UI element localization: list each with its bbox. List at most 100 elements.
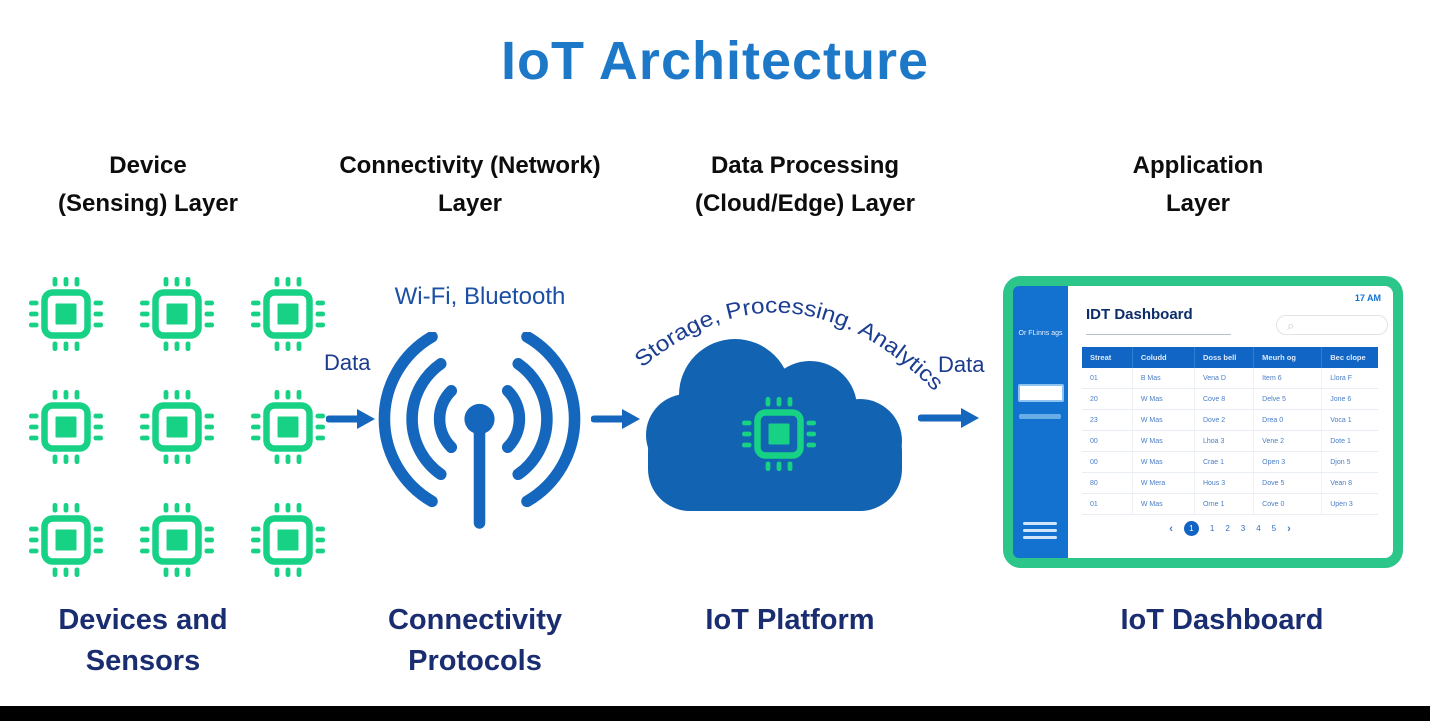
wifi-bluetooth-label: Wi-Fi, Bluetooth	[394, 283, 566, 310]
table-header-cell: Streat	[1082, 347, 1133, 368]
table-cell: W Mas	[1132, 388, 1195, 410]
table-cell: Upen 3	[1321, 493, 1378, 515]
iot-dashboard-mockup: Or FLinns ags 17 AM IDT Dashboard ⌕ Stre…	[1003, 276, 1403, 568]
table-cell: 80	[1082, 472, 1133, 494]
table-cell: W Mas	[1132, 451, 1195, 473]
header-line: Data Processing	[710, 152, 900, 179]
table-cell: Delve 5	[1253, 388, 1323, 410]
page-number[interactable]: 2	[1225, 524, 1230, 533]
caption-line: Connectivity	[387, 604, 563, 636]
table-cell: Llora F	[1321, 368, 1378, 389]
device-sensor-grid	[28, 276, 326, 578]
table-cell: 00	[1082, 430, 1133, 452]
table-cell: Vena D	[1194, 368, 1255, 389]
page-number[interactable]: 4	[1256, 524, 1261, 533]
table-cell: Drea 0	[1253, 409, 1323, 431]
caption-iot-dashboard: IoT Dashboard	[1120, 604, 1324, 636]
table-cell: 01	[1082, 368, 1133, 389]
header-line: (Cloud/Edge) Layer	[694, 190, 916, 217]
chevron-left-icon[interactable]: ‹	[1169, 522, 1173, 535]
table-cell: Hous 3	[1194, 472, 1255, 494]
table-cell: Dote 1	[1321, 430, 1378, 452]
table-cell: 20	[1082, 388, 1133, 410]
caption-connectivity-protocols: Connectivity Protocols	[388, 600, 562, 682]
table-header-cell: Doss bell	[1194, 347, 1255, 368]
table-cell: W Mera	[1132, 472, 1195, 494]
table-cell: Item 6	[1253, 368, 1323, 389]
sidebar-input[interactable]	[1018, 384, 1064, 402]
table-cell: 00	[1082, 451, 1133, 473]
table-cell: Open 3	[1253, 451, 1323, 473]
table-header-cell: Meurh og	[1253, 347, 1323, 368]
table-cell: 23	[1082, 409, 1133, 431]
table-cell: Djon 5	[1321, 451, 1378, 473]
page-number[interactable]: 5	[1271, 524, 1277, 533]
chip-icon	[140, 503, 214, 577]
table-cell: 01	[1082, 493, 1133, 515]
table-header-cell: Coludd	[1132, 347, 1195, 368]
table-cell: Cove 8	[1194, 388, 1255, 410]
page-title: IoT Architecture	[500, 31, 930, 91]
arrow-right-icon	[591, 409, 640, 429]
page-number[interactable]: 3	[1240, 524, 1246, 533]
chevron-right-icon[interactable]: ›	[1287, 522, 1291, 535]
table-cell: W Mas	[1132, 493, 1195, 515]
data-label-right: Data	[938, 352, 985, 377]
chip-icon	[251, 390, 325, 464]
dashboard-title: IDT Dashboard	[1086, 306, 1193, 323]
iot-platform-cloud: Storage, Processing. Analytics	[630, 292, 949, 511]
search-input[interactable]: ⌕	[1276, 315, 1388, 335]
chip-icon	[140, 390, 214, 464]
header-device-layer: Device (Sensing) Layer	[58, 147, 238, 223]
chip-icon	[29, 503, 103, 577]
bottom-bar	[0, 706, 1430, 721]
dashboard-sidebar: Or FLinns ags	[1013, 286, 1068, 558]
table-cell: Crae 1	[1194, 451, 1255, 473]
header-processing-layer: Data Processing (Cloud/Edge) Layer	[695, 147, 915, 223]
chip-icon	[29, 390, 103, 464]
sidebar-label: Or FLinns ags	[1018, 330, 1063, 337]
caption-devices-sensors: Devices and Sensors	[58, 600, 227, 682]
search-icon: ⌕	[1287, 318, 1295, 333]
table-cell: W Mas	[1132, 409, 1195, 431]
header-line: Layer	[437, 190, 503, 217]
header-line: Layer	[1165, 190, 1231, 217]
table-cell: Lhoa 3	[1194, 430, 1255, 452]
table-cell: Dove 5	[1253, 472, 1323, 494]
table-cell: Orne 1	[1194, 493, 1255, 515]
header-connectivity-layer: Connectivity (Network) Layer	[339, 147, 600, 223]
page-number[interactable]: 1	[1209, 524, 1215, 533]
arrow-right-icon	[918, 408, 979, 428]
table-cell: W Mas	[1132, 430, 1195, 452]
table-header-cell: Bec clope	[1321, 347, 1378, 368]
header-line: Connectivity (Network)	[339, 152, 601, 179]
chip-icon	[251, 503, 325, 577]
header-line: Device	[109, 152, 187, 179]
table-cell: Dove 2	[1194, 409, 1255, 431]
chip-icon	[251, 277, 325, 351]
caption-line: Sensors	[85, 645, 201, 677]
caption-iot-platform: IoT Platform	[705, 604, 875, 636]
chip-icon	[29, 277, 103, 351]
menu-icon[interactable]	[1023, 522, 1057, 543]
sidebar-progress-bar	[1019, 414, 1061, 419]
header-application-layer: Application Layer	[1133, 147, 1264, 223]
header-line: (Sensing) Layer	[57, 190, 239, 217]
pagination: ‹ 1 1 2 3 4 5 ›	[1082, 521, 1378, 536]
current-page-badge[interactable]: 1	[1183, 521, 1199, 536]
wifi-signal-icon	[378, 332, 581, 529]
table-cell: B Mas	[1132, 368, 1195, 389]
title-underline	[1086, 334, 1231, 335]
table-cell: Cove 0	[1253, 493, 1323, 515]
table-cell: Vean 8	[1321, 472, 1378, 494]
